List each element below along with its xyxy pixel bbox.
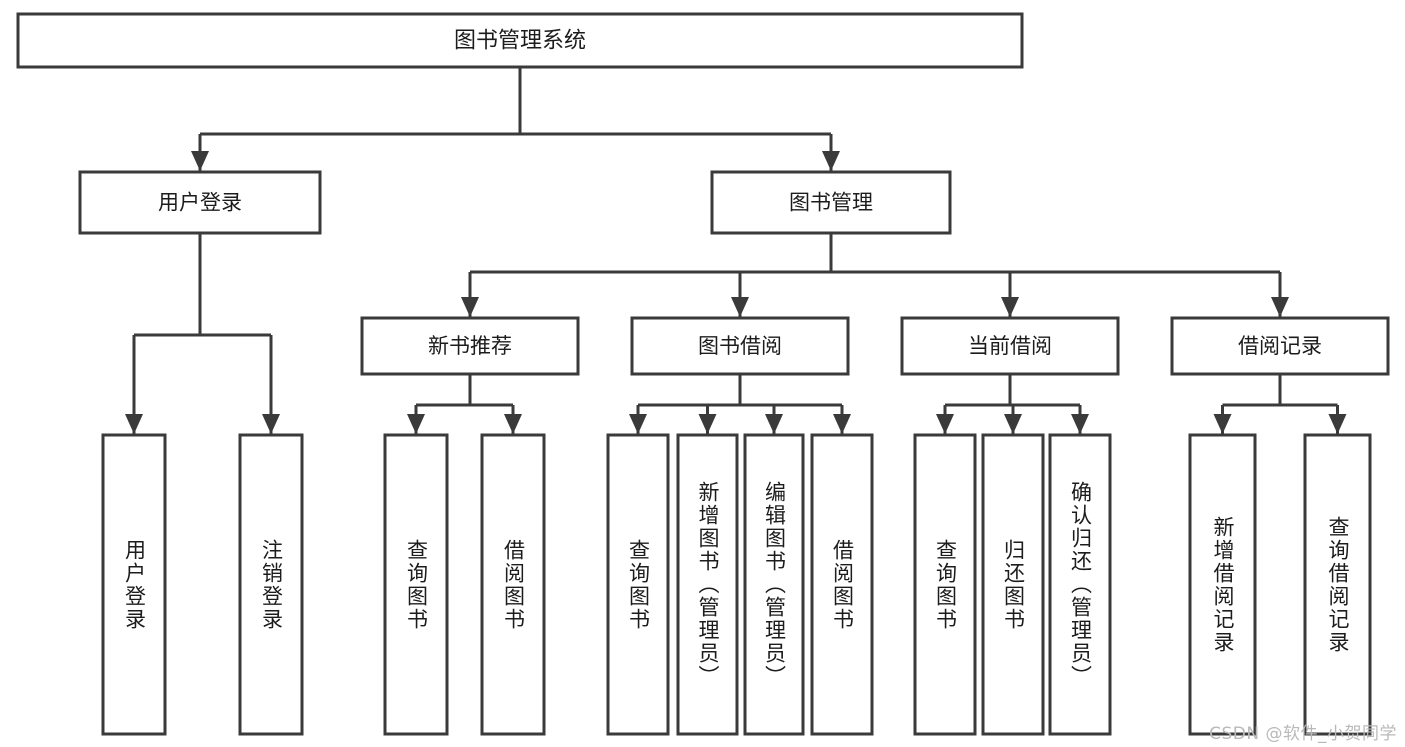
arrow-head-icon — [125, 414, 143, 434]
arrow-head-icon — [1328, 414, 1347, 434]
node-box-book-manage[interactable] — [710, 170, 952, 235]
node-box-query-book-borrow[interactable] — [606, 433, 670, 736]
node-box-new-book-recommend[interactable] — [360, 316, 580, 376]
arrow-head-icon — [765, 414, 783, 434]
connector-layer — [125, 67, 1347, 434]
arrow-head-icon — [833, 414, 851, 434]
node-label-root: 图书管理系统 — [454, 29, 586, 54]
node-box-current-borrow[interactable] — [900, 316, 1120, 376]
arrow-head-icon — [1213, 414, 1232, 434]
node-box-query-book-recommend[interactable] — [383, 433, 449, 736]
arrow-head-icon — [936, 414, 954, 434]
node-box-return-book[interactable] — [981, 433, 1045, 736]
node-box-user-login-leaf[interactable] — [101, 433, 167, 736]
arrow-head-icon — [407, 414, 425, 434]
node-box-book-borrow[interactable] — [630, 316, 850, 376]
node-box-logout-leaf[interactable] — [238, 433, 304, 736]
node-label-borrow-record: 借阅记录 — [1238, 334, 1322, 358]
arrow-head-icon — [822, 151, 840, 171]
arrow-head-icon — [1071, 414, 1089, 434]
box-layer — [16, 12, 1390, 736]
node-box-edit-book-admin[interactable] — [743, 433, 805, 736]
node-label-user-login: 用户登录 — [158, 191, 242, 215]
arrow-head-icon — [461, 297, 479, 317]
node-label-current-borrow: 当前借阅 — [968, 334, 1052, 358]
node-box-user-login[interactable] — [78, 170, 322, 235]
arrow-head-icon — [1004, 414, 1022, 434]
arrow-head-icon — [731, 297, 749, 317]
node-label-book-borrow: 图书借阅 — [698, 334, 782, 358]
arrow-head-icon — [262, 414, 280, 434]
node-box-borrow-record[interactable] — [1170, 316, 1390, 376]
csdn-watermark: CSDN @软件_小贺同学 — [1209, 724, 1397, 744]
node-box-root[interactable] — [16, 12, 1024, 69]
node-label-book-manage: 图书管理 — [789, 191, 873, 215]
node-box-confirm-return-admin[interactable] — [1048, 433, 1112, 736]
arrow-head-icon — [191, 151, 209, 171]
node-box-add-borrow-record[interactable] — [1188, 433, 1257, 736]
node-box-borrow-book[interactable] — [810, 433, 874, 736]
arrow-head-icon — [1001, 297, 1019, 317]
node-label-new-book-recommend: 新书推荐 — [428, 334, 512, 358]
arrow-head-icon — [504, 414, 522, 434]
node-box-add-book-admin[interactable] — [676, 433, 739, 736]
arrow-head-icon — [698, 414, 717, 434]
node-box-query-borrow-record[interactable] — [1303, 433, 1372, 736]
arrow-head-icon — [629, 414, 647, 434]
node-box-query-book-current[interactable] — [913, 433, 977, 736]
arrow-head-icon — [1271, 297, 1289, 317]
node-box-borrow-book-recommend[interactable] — [480, 433, 546, 736]
